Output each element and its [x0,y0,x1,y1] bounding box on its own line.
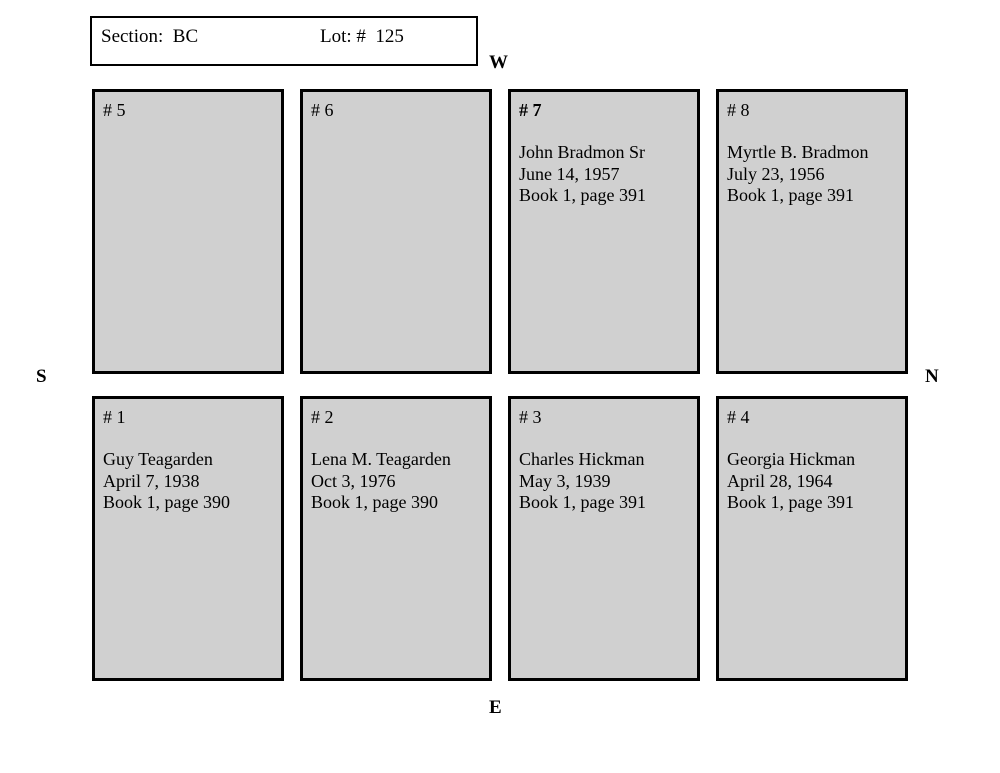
plot-reference-7: Book 1, page 391 [519,185,646,205]
plot-date-1: April 7, 1938 [103,470,200,491]
plot-number-4: # 4 [727,407,750,427]
plot-date-3: May 3, 1939 [519,470,611,491]
plot-details-3: Charles Hickman May 3, 1939 Book 1, page… [519,449,692,514]
plot-box-1[interactable]: # 1 Guy Teagarden April 7, 1938 Book 1, … [92,396,284,681]
plot-details-4: Georgia Hickman April 28, 1964 Book 1, p… [727,449,900,514]
plot-box-4[interactable]: # 4 Georgia Hickman April 28, 1964 Book … [716,396,908,681]
compass-label-south: S [36,366,47,387]
compass-label-west: W [489,52,508,73]
plot-box-3[interactable]: # 3 Charles Hickman May 3, 1939 Book 1, … [508,396,700,681]
compass-label-east: E [489,697,502,718]
plot-reference-8: Book 1, page 391 [727,185,854,205]
lot-info-row: Section: BC Lot: # 125 [92,24,476,50]
plot-date-8: July 23, 1956 [727,163,825,184]
plot-box-5[interactable]: # 5 [92,89,284,374]
compass-label-north: N [925,366,939,387]
plot-number-2: # 2 [311,407,334,427]
plot-number-6: # 6 [311,100,334,120]
plot-reference-3: Book 1, page 391 [519,492,646,512]
plot-number-8: # 8 [727,100,750,120]
plot-details-2: Lena M. Teagarden Oct 3, 1976 Book 1, pa… [311,449,484,514]
plot-name-2: Lena M. Teagarden [311,449,451,469]
plot-box-2[interactable]: # 2 Lena M. Teagarden Oct 3, 1976 Book 1… [300,396,492,681]
plot-box-6[interactable]: # 6 [300,89,492,374]
plot-reference-2: Book 1, page 390 [311,492,438,512]
plot-name-7: John Bradmon Sr [519,142,645,162]
section-label: Section: BC [101,26,199,47]
plot-date-4: April 28, 1964 [727,470,833,491]
plot-name-3: Charles Hickman [519,449,645,469]
plot-reference-1: Book 1, page 390 [103,492,230,512]
plot-number-3: # 3 [519,407,542,427]
plot-box-7[interactable]: # 7 John Bradmon Sr June 14, 1957 Book 1… [508,89,700,374]
plot-details-7: John Bradmon Sr June 14, 1957 Book 1, pa… [519,142,692,207]
plot-details-1: Guy Teagarden April 7, 1938 Book 1, page… [103,449,276,514]
plot-name-8: Myrtle B. Bradmon [727,142,869,162]
plot-details-8: Myrtle B. Bradmon July 23, 1956 Book 1, … [727,142,900,207]
lot-number-label: Lot: # 125 [320,26,404,47]
plot-number-5: # 5 [103,100,126,120]
plot-date-7: June 14, 1957 [519,163,620,184]
plot-number-1: # 1 [103,407,126,427]
plot-name-1: Guy Teagarden [103,449,213,469]
plot-number-7: # 7 [519,100,542,120]
plot-date-2: Oct 3, 1976 [311,470,396,491]
plot-name-4: Georgia Hickman [727,449,856,469]
plot-box-8[interactable]: # 8 Myrtle B. Bradmon July 23, 1956 Book… [716,89,908,374]
lot-info-box: Section: BC Lot: # 125 [90,16,478,66]
plot-reference-4: Book 1, page 391 [727,492,854,512]
